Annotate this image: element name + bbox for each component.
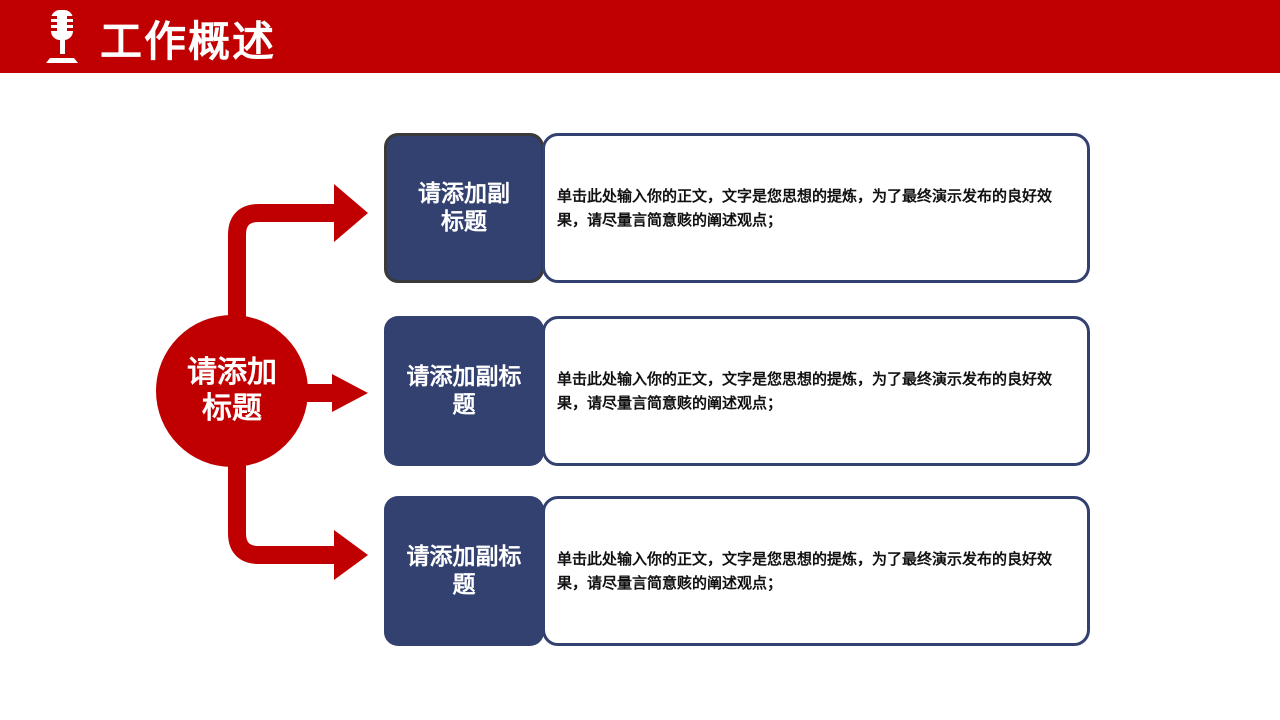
- header-bar: 工作概述: [0, 0, 1280, 73]
- subtitle-box[interactable]: 请添加副标题: [384, 496, 544, 646]
- item-row-1: 请添加副标题 单击此处输入你的正文，文字是您思想的提炼，为了最终演示发布的良好效…: [384, 133, 1090, 283]
- arrowhead-middle: [332, 374, 368, 412]
- arrowhead-bottom: [334, 530, 368, 580]
- microphone-icon: [46, 10, 78, 63]
- arrow-bottom: [228, 460, 336, 564]
- text-box[interactable]: 单击此处输入你的正文，文字是您思想的提炼，为了最终演示发布的良好效果，请尽量言简…: [542, 496, 1090, 646]
- text-box[interactable]: 单击此处输入你的正文，文字是您思想的提炼，为了最终演示发布的良好效果，请尽量言简…: [542, 316, 1090, 466]
- page-title: 工作概述: [100, 17, 277, 66]
- arrowhead-top: [334, 184, 368, 242]
- subtitle-box[interactable]: 请添加副标题: [384, 133, 544, 283]
- center-title-circle: 请添加标题: [156, 315, 308, 467]
- text-box[interactable]: 单击此处输入你的正文，文字是您思想的提炼，为了最终演示发布的良好效果，请尽量言简…: [542, 133, 1090, 283]
- item-row-3: 请添加副标题 单击此处输入你的正文，文字是您思想的提炼，为了最终演示发布的良好效…: [384, 496, 1090, 646]
- arrow-top: [228, 204, 336, 320]
- subtitle-box[interactable]: 请添加副标题: [384, 316, 544, 466]
- item-row-2: 请添加副标题 单击此处输入你的正文，文字是您思想的提炼，为了最终演示发布的良好效…: [384, 316, 1090, 466]
